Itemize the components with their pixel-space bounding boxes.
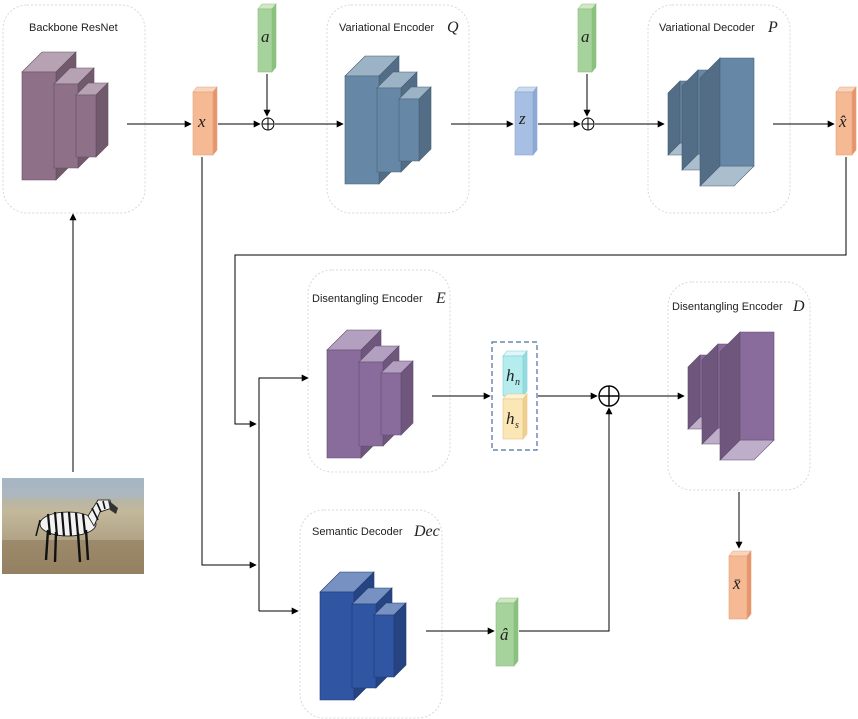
var-encoder-symbol: Q (447, 19, 459, 36)
backbone-resnet-block (21, 51, 109, 181)
z-symbol: z (518, 109, 526, 128)
oplus-operator-top-right (581, 117, 595, 131)
sem-decoder-label: Semantic Decoder (312, 526, 403, 538)
h-n-vector (502, 350, 528, 397)
a-hat-vector (495, 597, 519, 667)
a-symbol-right: a (581, 27, 590, 46)
x-vector (192, 86, 218, 156)
backbone-label: Backbone ResNet (29, 22, 118, 34)
a-vector-top-left (257, 3, 277, 73)
z-vector (514, 86, 538, 156)
oplus-operator-top-left (261, 117, 275, 131)
h-s-symbol: h (506, 409, 515, 428)
var-encoder-label: Variational Encoder (339, 22, 435, 34)
h-s-subscript: s (515, 420, 519, 431)
dis-encoder-e-label: Disentangling Encoder (312, 293, 423, 305)
h-n-symbol: h (506, 366, 515, 385)
x-hat-symbol: x̂ (838, 112, 847, 131)
semantic-decoder-dec-block (319, 571, 407, 701)
variational-decoder-p-block (667, 57, 755, 187)
x-hat-vector (835, 86, 857, 156)
oplus-operator-large (598, 385, 620, 407)
disentangling-encoder-e-block (326, 329, 414, 459)
connectors (69, 74, 847, 635)
x-symbol: x (197, 112, 206, 131)
x-bar-vector (728, 550, 752, 620)
zebra-photo (2, 478, 144, 574)
a-hat-symbol: â (500, 625, 509, 644)
latent-split-container (491, 341, 538, 451)
sem-decoder-symbol: Dec (413, 523, 440, 540)
x-bar-symbol: x̄ (732, 574, 741, 593)
dis-encoder-e-symbol: E (435, 290, 446, 307)
var-decoder-symbol: P (767, 19, 778, 36)
dis-encoder-d-label: Disentangling Encoder (672, 301, 783, 313)
variational-encoder-q-block (344, 55, 432, 185)
dis-encoder-d-symbol: D (792, 298, 805, 315)
a-symbol-left: a (261, 27, 270, 46)
disentangling-encoder-d-block (687, 331, 775, 461)
var-decoder-label: Variational Decoder (659, 22, 755, 34)
h-s-vector (502, 393, 528, 440)
h-n-subscript: n (515, 377, 520, 388)
a-vector-top-right (577, 3, 597, 73)
